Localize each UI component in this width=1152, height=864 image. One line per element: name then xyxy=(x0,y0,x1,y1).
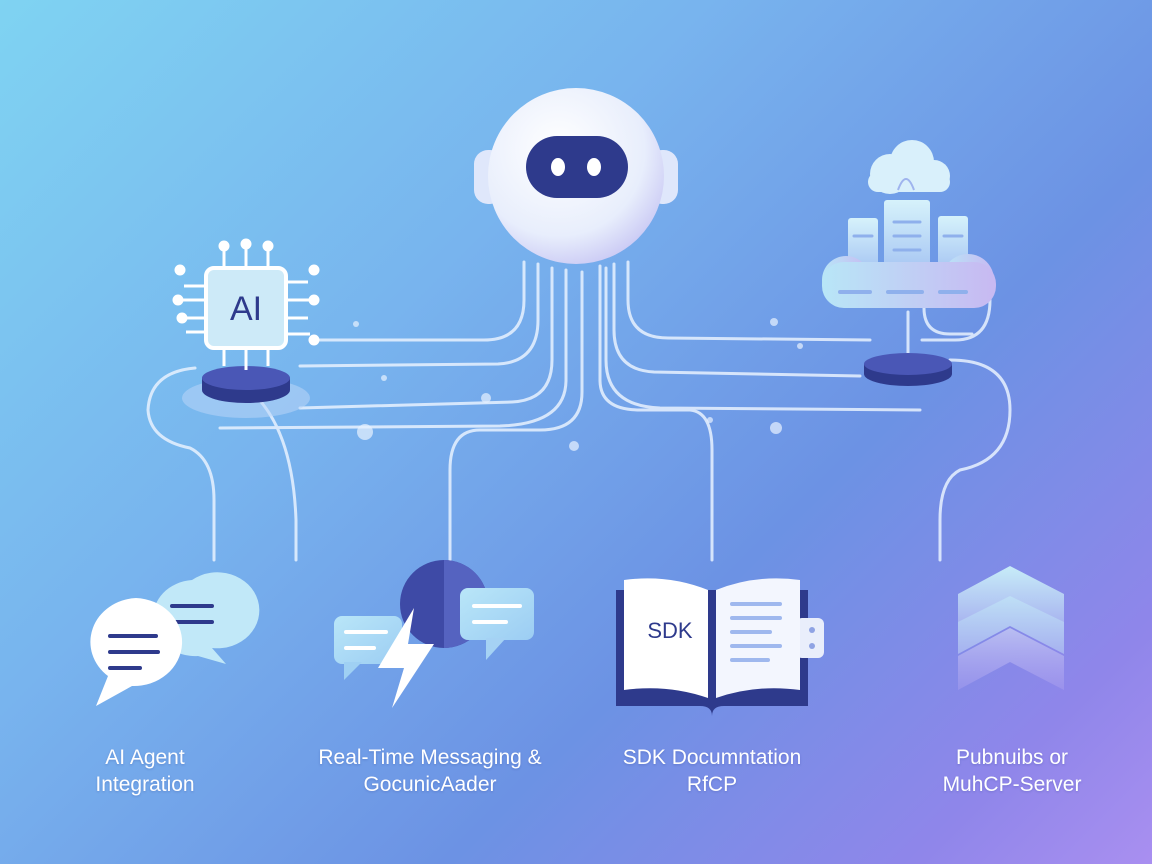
decorative-dots xyxy=(353,318,803,451)
book-tab-hole xyxy=(809,643,815,649)
connector-line xyxy=(218,268,568,430)
chat-bubble-right-lines xyxy=(472,604,522,624)
feature-label-line: Real-Time Messaging & xyxy=(318,746,542,769)
layers-icon xyxy=(958,566,1064,690)
robot-icon xyxy=(474,88,678,264)
dot xyxy=(353,321,359,327)
feature-label-line: RfCP xyxy=(686,773,738,796)
dot xyxy=(381,375,387,381)
chip-pedestal-top xyxy=(202,366,290,390)
dot xyxy=(797,343,803,349)
feature-label-ai-agent: AI Agent Integration xyxy=(5,744,285,798)
feature-label-sdk: SDK Documntation RfCP xyxy=(572,744,852,798)
dot xyxy=(481,393,491,403)
book-icon: SDK xyxy=(616,578,824,716)
tower-stripes xyxy=(852,220,964,252)
book-page-left xyxy=(624,578,708,698)
connector-line xyxy=(922,306,974,336)
robot-eye-left xyxy=(551,158,565,176)
dot xyxy=(770,318,778,326)
feature-label-line: MuhCP-Server xyxy=(942,773,1082,796)
book-tab xyxy=(796,618,824,658)
cloud-arch xyxy=(897,178,915,191)
chat-bubble-back-lines xyxy=(170,604,214,624)
feature-label-server: Pubnuibs or MuhCP-Server xyxy=(872,744,1152,798)
dot xyxy=(357,424,373,440)
book-label: SDK xyxy=(647,618,693,643)
connector-line xyxy=(298,266,554,410)
chip-label: AI xyxy=(230,290,262,328)
lightning-chat-icon xyxy=(334,560,534,708)
connector-line xyxy=(298,262,540,368)
layer-bottom xyxy=(958,628,1064,690)
cloud-server-icon xyxy=(822,140,996,386)
connector-line xyxy=(146,366,216,562)
connector-line xyxy=(318,260,526,342)
feature-label-line: AI Agent xyxy=(105,746,185,769)
connector-line xyxy=(448,270,584,562)
connector-line xyxy=(626,260,872,342)
chat-bubble-left-lines xyxy=(344,630,388,650)
small-cloud xyxy=(868,140,950,194)
feature-label-messaging: Real-Time Messaging & GocunicAader xyxy=(290,744,570,798)
book-page-right xyxy=(716,578,800,698)
feature-label-line: Integration xyxy=(95,773,195,796)
chat-bubbles-icon xyxy=(90,572,260,706)
connector-lines xyxy=(146,260,1012,562)
chat-bubble-front-lines xyxy=(108,634,160,670)
connector-line xyxy=(612,262,862,378)
connector-line xyxy=(598,264,714,562)
tower-left xyxy=(848,218,878,270)
feature-label-line: SDK Documntation xyxy=(622,746,802,769)
chat-bubble-left-tail xyxy=(344,662,362,680)
chip-icon: AI xyxy=(172,238,320,418)
dot xyxy=(569,441,579,451)
dot xyxy=(707,417,713,423)
chat-bubble-right-tail xyxy=(486,638,506,660)
lightning-bolt xyxy=(378,608,434,708)
book-tab-hole xyxy=(809,627,815,633)
layer-top xyxy=(958,566,1064,622)
chat-bubble-left xyxy=(334,616,402,664)
dot xyxy=(770,422,782,434)
connector-line xyxy=(920,268,992,342)
chip-body xyxy=(204,266,288,350)
robot-eye-right xyxy=(587,158,601,176)
feature-label-line: Pubnuibs or xyxy=(955,746,1069,769)
cloud-base xyxy=(822,254,996,308)
server-pedestal-top xyxy=(864,353,952,375)
chat-bubble-right xyxy=(460,588,534,640)
chip-pins xyxy=(172,238,320,370)
robot-visor xyxy=(526,136,628,198)
connector-line xyxy=(938,358,1012,562)
book-text-lines xyxy=(730,602,782,662)
connector-line xyxy=(604,266,922,412)
feature-label-line: GocunicAader xyxy=(363,773,497,796)
